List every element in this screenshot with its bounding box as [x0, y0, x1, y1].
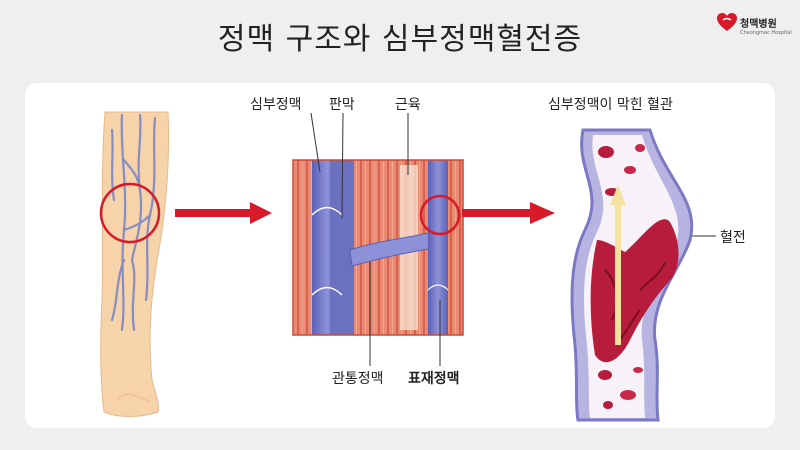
- vein-cross-section: [292, 159, 464, 336]
- logo-name: 청맥병원: [740, 19, 777, 30]
- logo-subtitle: Cheongmac Hospital: [740, 30, 792, 36]
- hospital-logo: 청맥병원 Cheongmac Hospital: [716, 12, 796, 52]
- label-superficial-vein: 표재정맥: [408, 371, 460, 387]
- label-perforating-vein: 관통정맥: [332, 371, 384, 387]
- highlight-circle-section: [419, 194, 461, 236]
- label-fascia: 판막: [329, 97, 355, 113]
- highlight-circle-leg: [99, 182, 161, 244]
- flow-arrow-icon: [610, 185, 626, 205]
- label-thrombus: 혈전: [720, 230, 746, 246]
- heart-logo-icon: [717, 13, 737, 31]
- label-deep-vein: 심부정맥: [250, 97, 302, 113]
- blocked-vessel: [570, 128, 694, 422]
- label-blocked-vessel: 심부정맥이 막힌 혈관: [548, 97, 673, 113]
- label-muscle: 근육: [395, 97, 421, 113]
- arrow-right-icon: [175, 202, 272, 224]
- arrow-right-icon-2: [462, 202, 555, 224]
- leg-illustration: [99, 111, 170, 417]
- page-title: 정맥 구조와 심부정맥혈전증: [217, 22, 583, 57]
